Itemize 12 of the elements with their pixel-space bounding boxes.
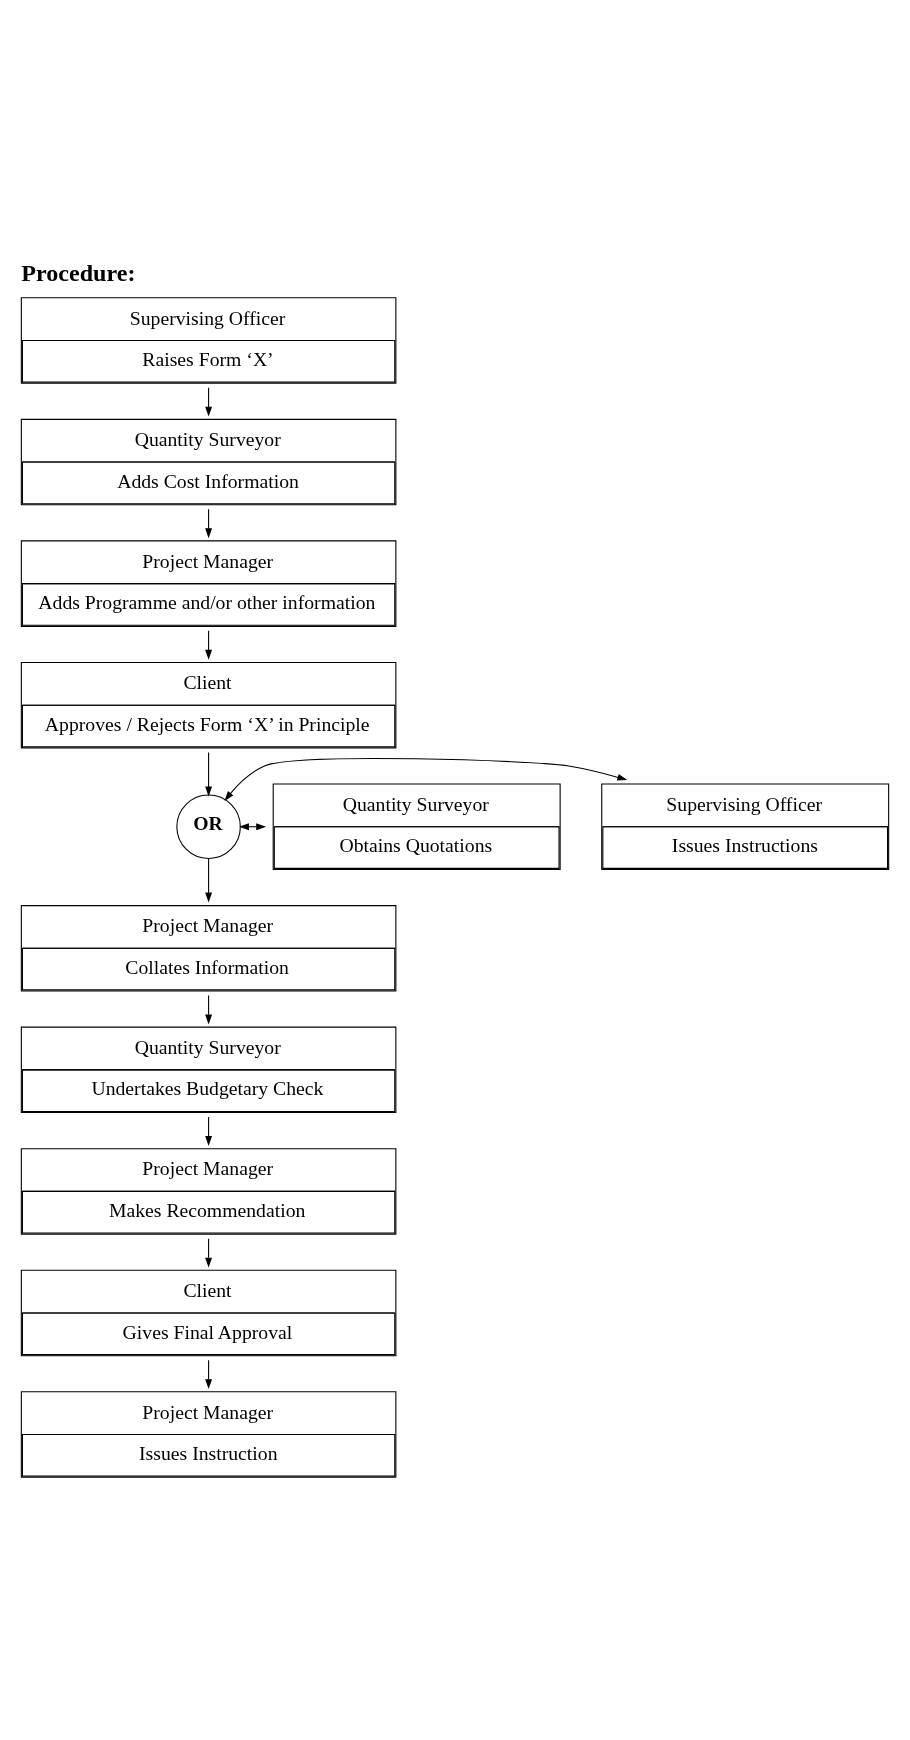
- arrow: [205, 387, 213, 417]
- diagram-title: Procedure:: [21, 259, 136, 286]
- arrow: [205, 1238, 213, 1268]
- arrow: [205, 858, 213, 903]
- arrow: [224, 757, 628, 801]
- arrow: [205, 751, 213, 797]
- node-circle: OR: [176, 794, 241, 860]
- arrow: [205, 1359, 213, 1390]
- arrow: [205, 995, 213, 1025]
- arrow: [205, 630, 213, 660]
- arrow: [205, 508, 213, 539]
- arrow: [205, 1116, 213, 1146]
